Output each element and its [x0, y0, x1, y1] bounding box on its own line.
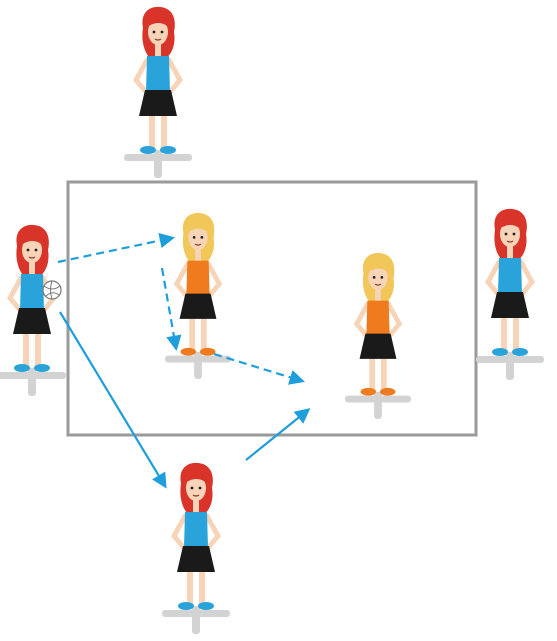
right-arm	[386, 302, 403, 338]
skirt	[139, 90, 177, 116]
left-shoe	[140, 146, 156, 154]
left-arm	[170, 513, 188, 551]
skirt	[13, 308, 51, 334]
ground-shadow	[0, 368, 66, 396]
player-right	[476, 208, 544, 380]
right-shoe	[198, 602, 214, 610]
left-leg	[23, 326, 29, 366]
face	[148, 19, 168, 45]
defender-cut-right-arrow	[213, 352, 305, 385]
right-arm	[204, 513, 222, 551]
right-shoe	[379, 387, 396, 396]
right-leg	[513, 310, 519, 350]
skirt	[179, 293, 217, 319]
bottom-lead-pass-arrow	[245, 408, 311, 461]
skirt	[177, 546, 215, 572]
right-leg	[35, 326, 41, 366]
pass-to-defender-spot-arrow	[57, 233, 176, 264]
defender-drop-down-arrow	[160, 267, 182, 352]
right-shoe	[34, 364, 50, 372]
ground-shadow	[124, 150, 192, 178]
skirt	[491, 292, 529, 318]
face	[188, 224, 208, 250]
pass-to-bottom-arrow	[59, 311, 167, 489]
face	[500, 221, 520, 247]
ground-shadow	[345, 391, 411, 419]
bib-top	[20, 274, 44, 310]
left-arm	[173, 262, 190, 298]
player-ball-left	[0, 224, 66, 396]
player-bottom	[162, 462, 230, 634]
right-shoe	[160, 146, 176, 154]
right-arm	[166, 57, 184, 95]
right-arm	[518, 259, 536, 297]
bib-top	[186, 260, 210, 296]
left-leg	[149, 108, 155, 148]
right-shoe	[199, 347, 216, 356]
face	[22, 237, 42, 263]
right-leg	[200, 311, 207, 350]
left-shoe	[14, 364, 30, 372]
left-leg	[501, 310, 507, 350]
defender-right	[345, 252, 411, 419]
player-top	[124, 6, 192, 178]
left-leg	[187, 564, 193, 604]
ground-shadow	[162, 606, 230, 634]
left-arm	[6, 275, 24, 313]
ground-shadow	[476, 352, 544, 380]
defender-left	[165, 212, 231, 379]
left-shoe	[360, 387, 377, 396]
left-shoe	[178, 602, 194, 610]
right-arm	[206, 262, 223, 298]
left-leg	[189, 311, 196, 350]
left-leg	[369, 351, 376, 390]
arrows-layer	[57, 233, 311, 489]
netball-icon	[42, 280, 62, 300]
left-arm	[484, 259, 502, 297]
ground-shadow	[165, 351, 231, 379]
left-shoe	[180, 347, 197, 356]
skirt	[359, 333, 397, 359]
bib-top	[184, 512, 208, 548]
right-leg	[199, 564, 205, 604]
face	[186, 475, 206, 501]
bib-top	[498, 258, 522, 294]
left-arm	[132, 57, 150, 95]
players-layer	[0, 6, 544, 634]
left-arm	[353, 302, 370, 338]
left-shoe	[492, 348, 508, 356]
bib-top	[146, 56, 170, 92]
right-shoe	[512, 348, 528, 356]
court-boundary	[66, 180, 478, 437]
right-leg	[161, 108, 167, 148]
face	[368, 264, 388, 290]
bib-top	[366, 300, 390, 336]
right-leg	[380, 351, 387, 390]
